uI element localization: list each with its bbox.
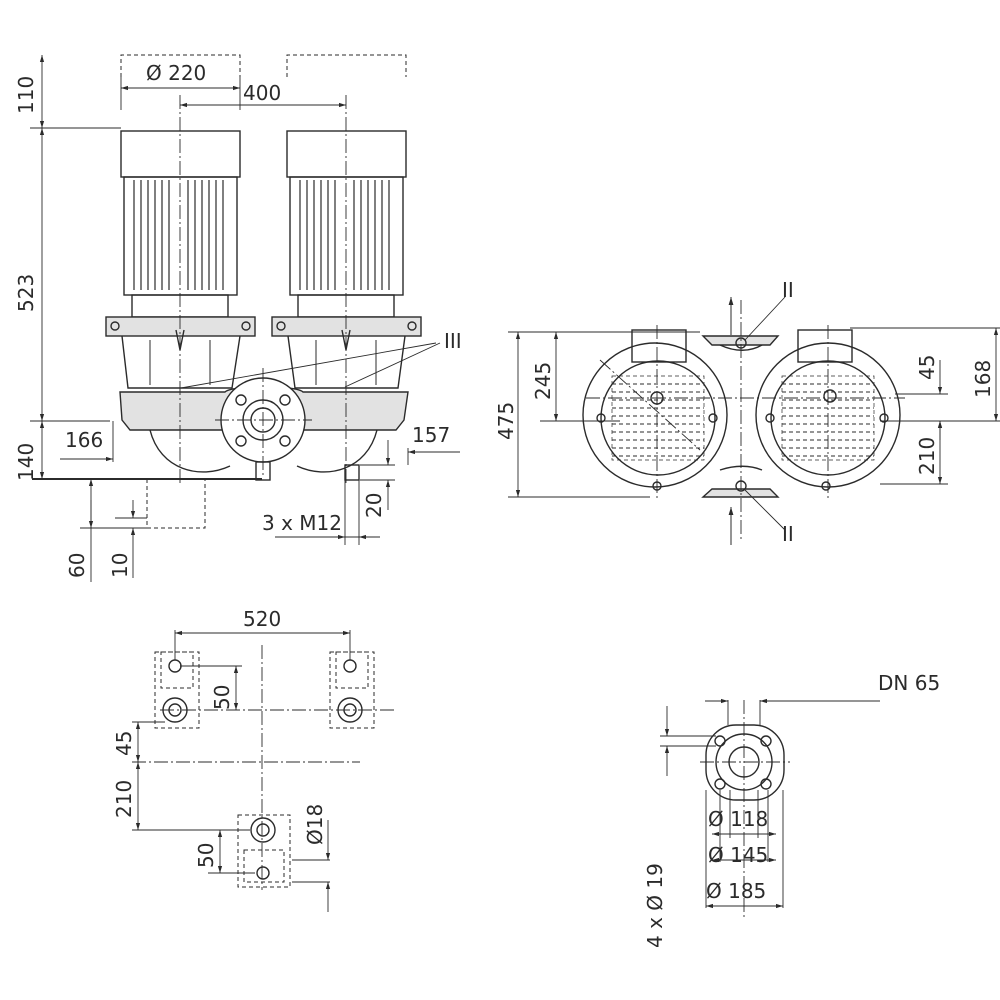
dim-plan-hole-diameter: Ø18 (303, 804, 327, 845)
dim-foot-height: 20 (362, 493, 386, 518)
left-clearance-box (120, 54, 241, 77)
flange-outline (705, 724, 785, 801)
top-flange-lower (701, 488, 780, 498)
flange-outer: Ø 185 (706, 879, 766, 903)
left-motor (120, 130, 241, 318)
dim-plan-hole-pitch: 50 (210, 685, 234, 710)
right-motor (286, 130, 407, 318)
marker-ii-bottom: II (782, 522, 794, 546)
dim-base-gap: 10 (108, 553, 132, 578)
flange-detail: DN 65 4 x Ø 19 Ø 118 Ø 145 Ø 185 (643, 671, 940, 948)
marker-ii-top: II (782, 278, 794, 302)
dim-view-side-height: 168 (971, 360, 995, 398)
flange-holes: 4 x Ø 19 (643, 863, 667, 948)
right-clearance-box (286, 54, 407, 77)
dim-motor-diameter: Ø 220 (146, 61, 206, 85)
dim-motor-spacing: 400 (243, 81, 281, 105)
dim-base-clearance: 60 (65, 553, 89, 578)
dim-view-upper-offset: 245 (531, 362, 555, 400)
front-view: III Ø 220 400 110 523 140 166 157 20 (14, 54, 462, 582)
left-lantern-plate (105, 316, 256, 337)
dim-view-lower-offset: 210 (915, 437, 939, 475)
foundation-plan: 520 50 45 210 50 Ø18 (112, 607, 395, 912)
dim-plan-width: 520 (243, 607, 281, 631)
dim-left-offset: 166 (65, 428, 103, 452)
marker-iii: III (444, 329, 462, 353)
dim-right-offset: 157 (412, 423, 450, 447)
top-flange-upper (701, 335, 780, 346)
top-view: II II 475 245 45 168 210 (494, 278, 1000, 546)
dim-motor-height: 523 (14, 274, 38, 312)
left-grid-pattern (611, 375, 705, 461)
dim-view-total-height: 475 (494, 402, 518, 440)
dim-plan-depth: 210 (112, 780, 136, 818)
right-lantern-plate (271, 316, 422, 337)
dim-view-side-offset: 45 (915, 355, 939, 380)
dim-base-height: 140 (14, 443, 38, 481)
flange-bolt-circle: Ø 145 (708, 843, 768, 867)
dim-foot-thread: 3 x M12 (262, 511, 342, 535)
flange-nominal-size: DN 65 (878, 671, 940, 695)
dim-top-clearance: 110 (14, 76, 38, 114)
flange-bore: Ø 118 (708, 807, 768, 831)
dim-plan-lower-pitch: 50 (194, 843, 218, 868)
dim-plan-row-offset: 45 (112, 731, 136, 756)
